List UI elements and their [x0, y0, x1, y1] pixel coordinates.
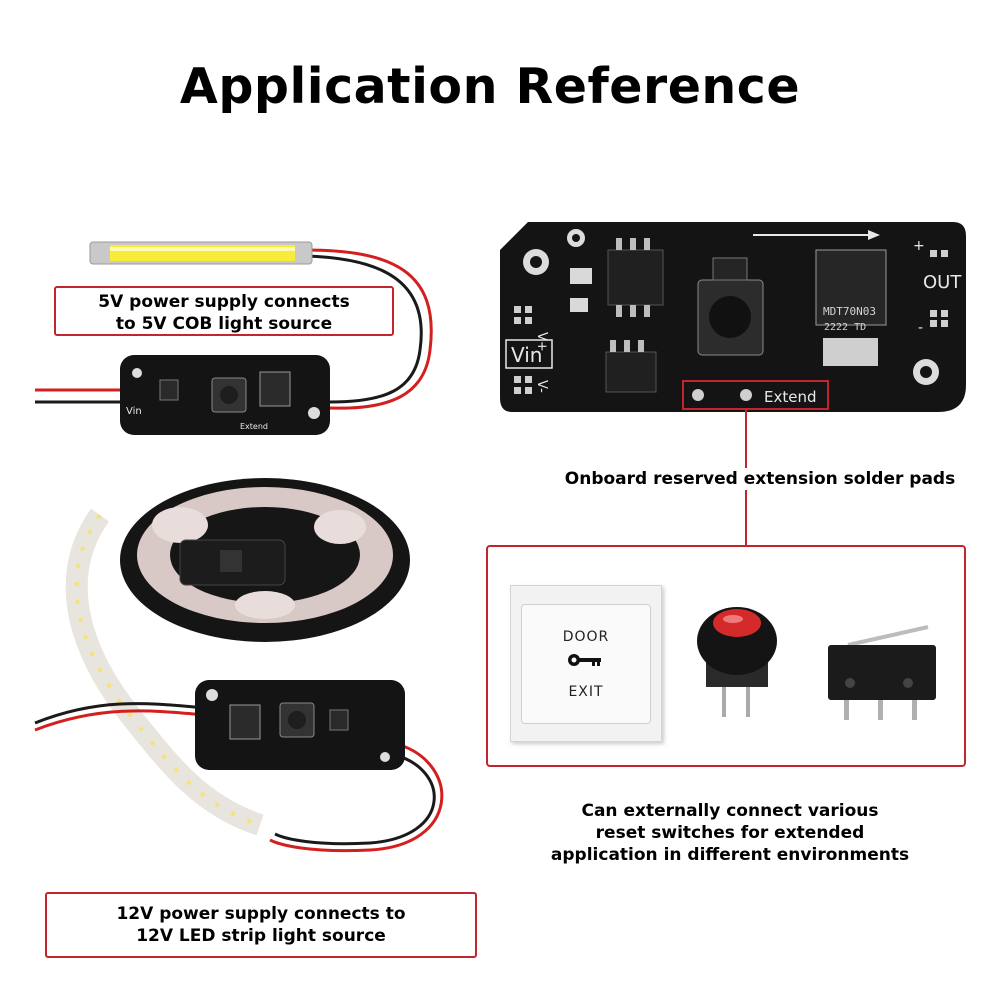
key-icon: [568, 654, 601, 666]
vplus-label: V+: [534, 332, 549, 352]
extend-label: Extend: [764, 388, 817, 406]
switches-panel: DOOR EXIT: [486, 545, 966, 767]
strip-callout-line1: 12V power supply connects to: [116, 904, 406, 924]
svg-text:Vin: Vin: [126, 406, 142, 417]
exit-label: EXIT: [568, 684, 604, 700]
vin-label: Vin: [511, 343, 542, 367]
module-board-small: Vin Extend: [120, 355, 330, 435]
extension-label: Onboard reserved extension solder pads: [520, 468, 1000, 490]
pcb-closeup: Vin V+ V- MDT70N03 2222 TD + OUT - Exten…: [500, 222, 966, 412]
door-label: DOOR: [562, 629, 610, 645]
reset-caption-line3: application in different environments: [550, 845, 910, 865]
reset-caption-line2: reset switches for extended: [595, 823, 865, 843]
chip-code: 2222 TD: [824, 322, 866, 333]
cob-illustration: Vin Extend: [35, 241, 433, 435]
strip-callout: 12V power supply connects to 12V LED str…: [45, 892, 477, 958]
strip-callout-line2: 12V LED strip light source: [136, 926, 386, 946]
cob-callout-line2: to 5V COB light source: [115, 314, 333, 334]
out-label: OUT: [923, 272, 962, 293]
cob-light-icon: [89, 241, 313, 265]
plus-label: +: [913, 238, 925, 254]
cob-callout: 5V power supply connects to 5V COB light…: [54, 286, 394, 336]
minus-label: -: [918, 320, 923, 336]
vminus-label: V-: [534, 380, 549, 393]
micro-switch-icon: [828, 625, 936, 720]
reset-caption-line1: Can externally connect various: [581, 801, 879, 821]
cob-callout-line1: 5V power supply connects: [98, 292, 350, 312]
module-board-strip: [195, 680, 405, 770]
chip-label: MDT70N03: [823, 305, 876, 318]
svg-text:Extend: Extend: [240, 422, 268, 431]
push-button-icon: [697, 607, 777, 717]
reset-caption: Can externally connect various reset swi…: [500, 800, 960, 866]
led-strip-illustration: [34, 478, 444, 853]
door-exit-switch: DOOR EXIT: [510, 585, 662, 742]
page-title: Application Reference: [179, 58, 801, 115]
